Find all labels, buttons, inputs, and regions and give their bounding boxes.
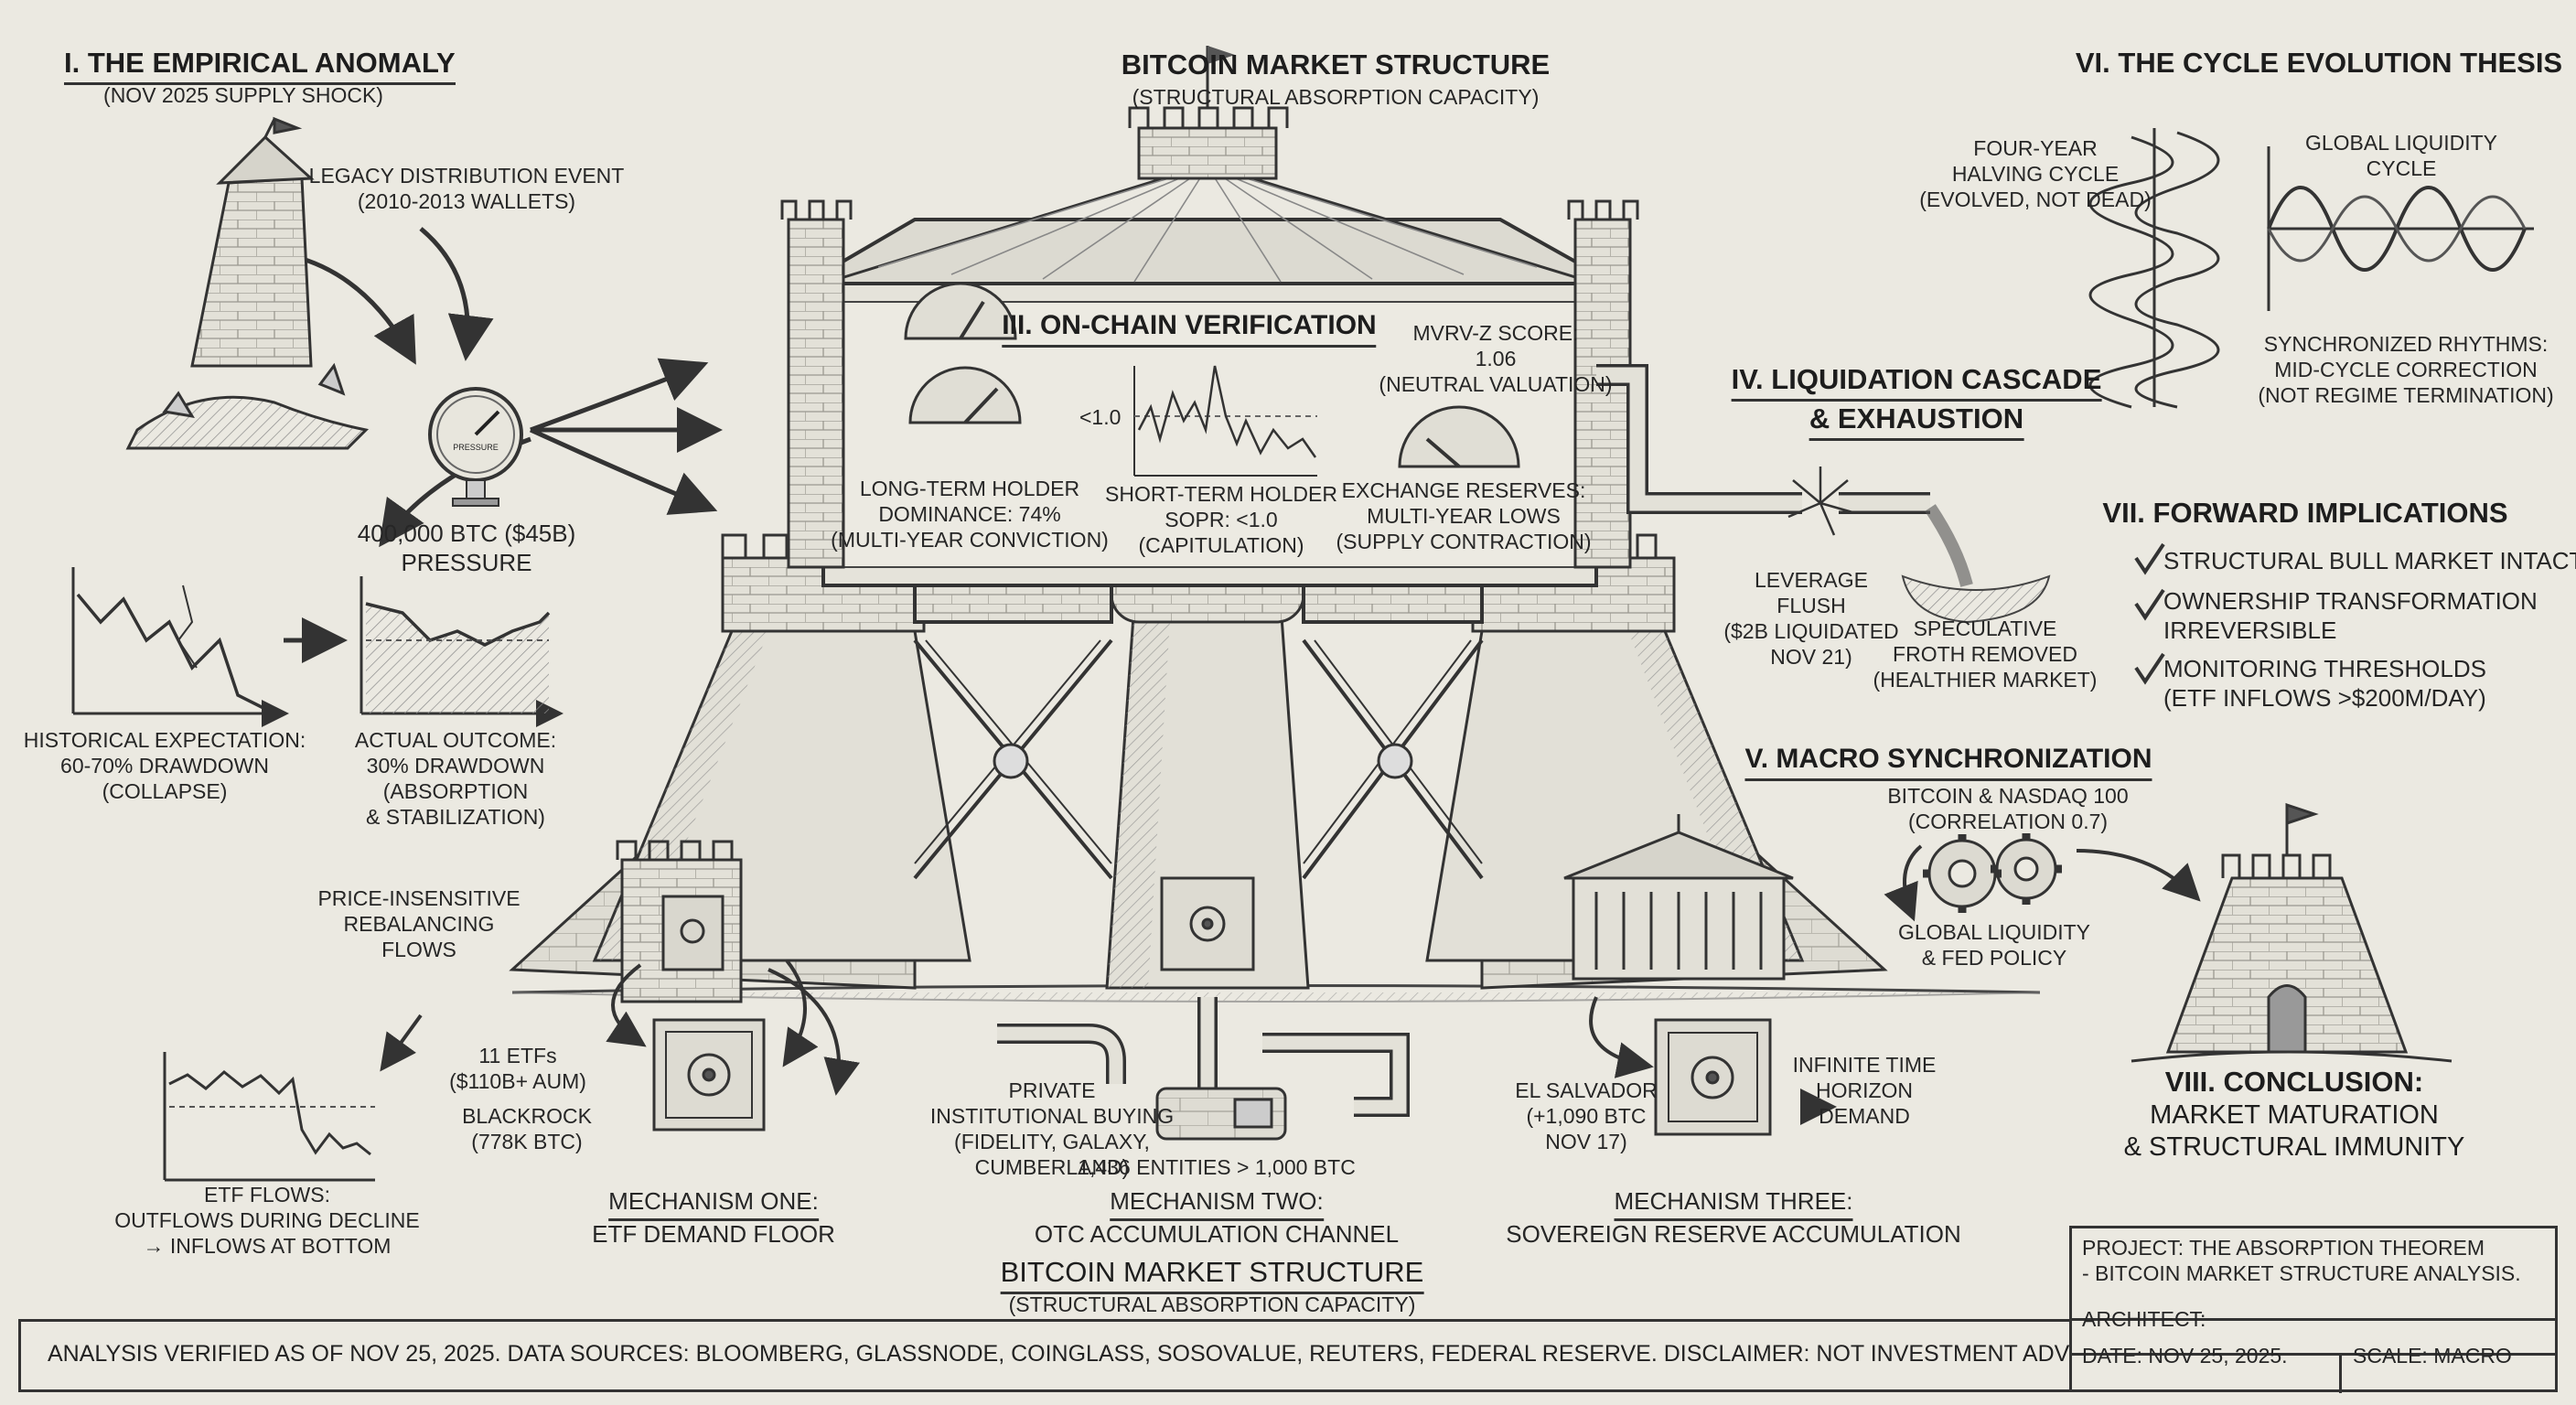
otc-vault: [1160, 876, 1255, 971]
section7-title: VII. FORWARD IMPLICATIONS: [2102, 497, 2508, 529]
sopr-chart: [1133, 365, 1317, 477]
mechanism1-title: MECHANISM ONE:: [608, 1187, 819, 1221]
implication-3: MONITORING THRESHOLDS(ETF INFLOWS >$200M…: [2163, 655, 2486, 712]
sopr-threshold: <1.0: [1079, 405, 1122, 429]
mechanism2-subtitle: OTC ACCUMULATION CHANNEL: [1034, 1220, 1400, 1248]
project-label: PROJECT: THE ABSORPTION THEOREM- BITCOIN…: [2082, 1236, 2521, 1286]
conclusion-tower: [2131, 802, 2453, 1063]
burst-icon: [1787, 467, 1853, 536]
spiral-staircase: [2088, 128, 2220, 409]
outcome-label: ACTUAL OUTCOME:30% DRAWDOWN(ABSORPTION& …: [354, 728, 557, 830]
header-subtitle: (STRUCTURAL ABSORPTION CAPACITY): [1132, 85, 1540, 109]
sentiment-gauge: [904, 282, 1017, 340]
section8-title: VIII. CONCLUSION:: [2164, 1066, 2424, 1098]
pressure-gauge: [428, 387, 523, 507]
header-title: BITCOIN MARKET STRUCTURE: [1121, 48, 1551, 80]
scale-label: SCALE: MACRO: [2353, 1344, 2512, 1367]
section5-title: V. MACRO SYNCHRONIZATION: [1744, 743, 2152, 781]
legacy-label: LEGACY DISTRIBUTION EVENT(2010-2013 WALL…: [308, 164, 625, 214]
section3-title: III. ON-CHAIN VERIFICATION: [1002, 309, 1377, 348]
mechanism3-title: MECHANISM THREE:: [1614, 1187, 1853, 1221]
architect-label: ARCHITECT:: [2082, 1307, 2206, 1331]
bottom-title: BITCOIN MARKET STRUCTURE: [1000, 1255, 1424, 1294]
crumbling-tower: [125, 116, 370, 450]
mechanism1-subtitle: ETF DEMAND FLOOR: [592, 1220, 835, 1248]
etf-flows-chart: [163, 1052, 375, 1182]
fed-label: GLOBAL LIQUIDITY& FED POLICY: [1897, 920, 2091, 971]
section6-title: VI. THE CYCLE EVOLUTION THESIS: [2075, 47, 2563, 79]
capitol-building: [1563, 814, 1794, 981]
date-label: DATE: NOV 25, 2025.: [2082, 1344, 2288, 1367]
pressure-label: 400,000 BTC ($45B)PRESSURE: [357, 520, 576, 576]
etf-vault: [652, 1018, 766, 1132]
lth-gauge: [908, 366, 1022, 424]
section1-title: I. THE EMPIRICAL ANOMALY: [64, 46, 456, 85]
etfs-label: 11 ETFs($110B+ AUM): [449, 1044, 586, 1094]
section1-subtitle: (NOV 2025 SUPPLY SHOCK): [103, 83, 383, 107]
expectation-chart: [71, 567, 289, 727]
exchange-gauge: [1398, 405, 1520, 468]
expectation-label: HISTORICAL EXPECTATION:60-70% DRAWDOWN(C…: [23, 728, 306, 804]
implication-1: STRUCTURAL BULL MARKET INTACT: [2163, 547, 2576, 574]
section4-title: IV. LIQUIDATION CASCADE& EXHAUSTION: [1731, 362, 2102, 441]
mechanism2-title: MECHANISM TWO:: [1110, 1187, 1324, 1221]
etf-tower: [616, 840, 743, 1003]
gears-icon: [1923, 833, 2062, 913]
bottom-subtitle: (STRUCTURAL ABSORPTION CAPACITY): [1008, 1292, 1416, 1316]
correlation-label: BITCOIN & NASDAQ 100(CORRELATION 0.7): [1887, 784, 2129, 834]
title-block: [2069, 1226, 2558, 1393]
exchange-label: EXCHANGE RESERVES:MULTI-YEAR LOWS(SUPPLY…: [1336, 478, 1592, 554]
blackrock-label: BLACKROCK(778K BTC): [462, 1104, 592, 1154]
check-icons: [2134, 542, 2165, 685]
outcome-chart: [360, 576, 564, 727]
footer-text: ANALYSIS VERIFIED AS OF NOV 25, 2025. DA…: [48, 1341, 2114, 1367]
mechanism3-subtitle: SOVEREIGN RESERVE ACCUMULATION: [1506, 1220, 1961, 1248]
rhythms-label: SYNCHRONIZED RHYTHMS:MID-CYCLE CORRECTIO…: [2258, 332, 2554, 408]
sovereign-vault: [1654, 1018, 1772, 1136]
mvrv-label: MVRV-Z SCORE:1.06(NEUTRAL VALUATION): [1379, 321, 1613, 397]
froth-pool: [1901, 574, 2051, 624]
gauge-label: PRESSURE: [453, 443, 499, 452]
conclusion-lines: MARKET MATURATION& STRUCTURAL IMMUNITY: [2123, 1100, 2465, 1163]
liquidity-waves: [2267, 146, 2534, 311]
entities-label: 1,436 ENTITIES > 1,000 BTC: [1078, 1155, 1356, 1179]
otc-pipeline: [997, 997, 1410, 1141]
etf-flows-label: ETF FLOWS:OUTFLOWS DURING DECLINE→ INFLO…: [114, 1183, 420, 1259]
